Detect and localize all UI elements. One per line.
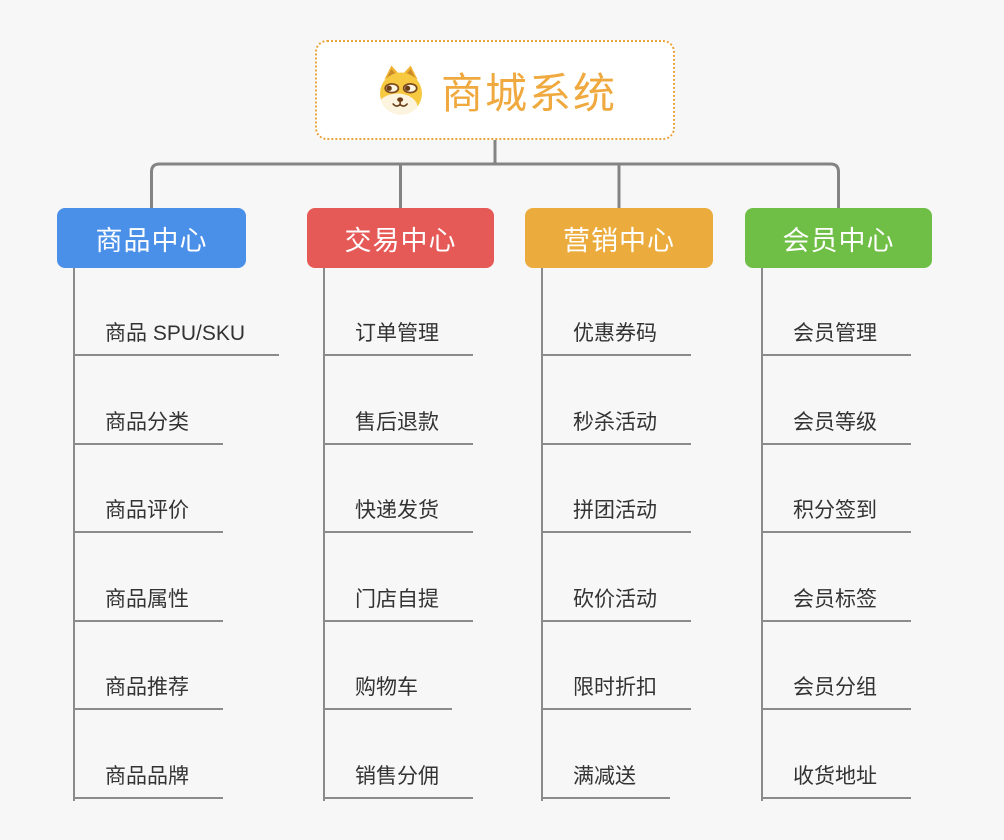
leaf-node[interactable]: 会员管理 <box>763 321 911 356</box>
leaf-node[interactable]: 会员标签 <box>763 587 911 622</box>
leaf-node[interactable]: 收货地址 <box>763 764 911 799</box>
leaf-node[interactable]: 会员分组 <box>763 675 911 710</box>
root-title: 商城系统 <box>440 69 617 117</box>
leaf-node[interactable]: 会员等级 <box>763 410 911 445</box>
leaf-node[interactable]: 优惠券码 <box>543 321 691 356</box>
dog-face-icon <box>373 62 429 118</box>
leaf-node[interactable]: 满减送 <box>543 764 670 799</box>
leaf-node[interactable]: 订单管理 <box>325 321 473 356</box>
leaf-node[interactable]: 商品分类 <box>75 410 223 445</box>
leaf-node[interactable]: 售后退款 <box>325 410 473 445</box>
branch-node-2[interactable]: 交易中心 <box>307 208 494 268</box>
leaf-node[interactable]: 商品评价 <box>75 498 223 533</box>
leaf-node[interactable]: 商品 SPU/SKU <box>75 321 280 356</box>
leaf-node[interactable]: 门店自提 <box>325 587 473 622</box>
branch-children-column: 优惠券码秒杀活动拼团活动砍价活动限时折扣满减送 <box>541 268 823 801</box>
leaf-node[interactable]: 商品属性 <box>75 587 223 622</box>
branch-children-column: 会员管理会员等级积分签到会员标签会员分组收货地址 <box>761 268 1004 801</box>
leaf-node[interactable]: 商品品牌 <box>75 764 223 799</box>
leaf-node[interactable]: 积分签到 <box>763 498 911 533</box>
branch-node-3[interactable]: 营销中心 <box>525 208 713 268</box>
leaf-node[interactable]: 购物车 <box>325 675 452 710</box>
leaf-node[interactable]: 秒杀活动 <box>543 410 691 445</box>
leaf-node[interactable]: 砍价活动 <box>543 587 691 622</box>
leaf-node[interactable]: 快递发货 <box>325 498 473 533</box>
leaf-node[interactable]: 销售分佣 <box>325 764 473 799</box>
leaf-node[interactable]: 限时折扣 <box>543 675 691 710</box>
branch-node-4[interactable]: 会员中心 <box>745 208 932 268</box>
root-node[interactable]: 商城系统 <box>315 40 675 140</box>
leaf-node[interactable]: 拼团活动 <box>543 498 691 533</box>
branch-children-column: 订单管理售后退款快递发货门店自提购物车销售分佣 <box>323 268 605 801</box>
leaf-node[interactable]: 商品推荐 <box>75 675 223 710</box>
branch-children-column: 商品 SPU/SKU 商品分类商品评价商品属性商品推荐商品品牌 <box>73 268 355 801</box>
branch-node-1[interactable]: 商品中心 <box>57 208 246 268</box>
